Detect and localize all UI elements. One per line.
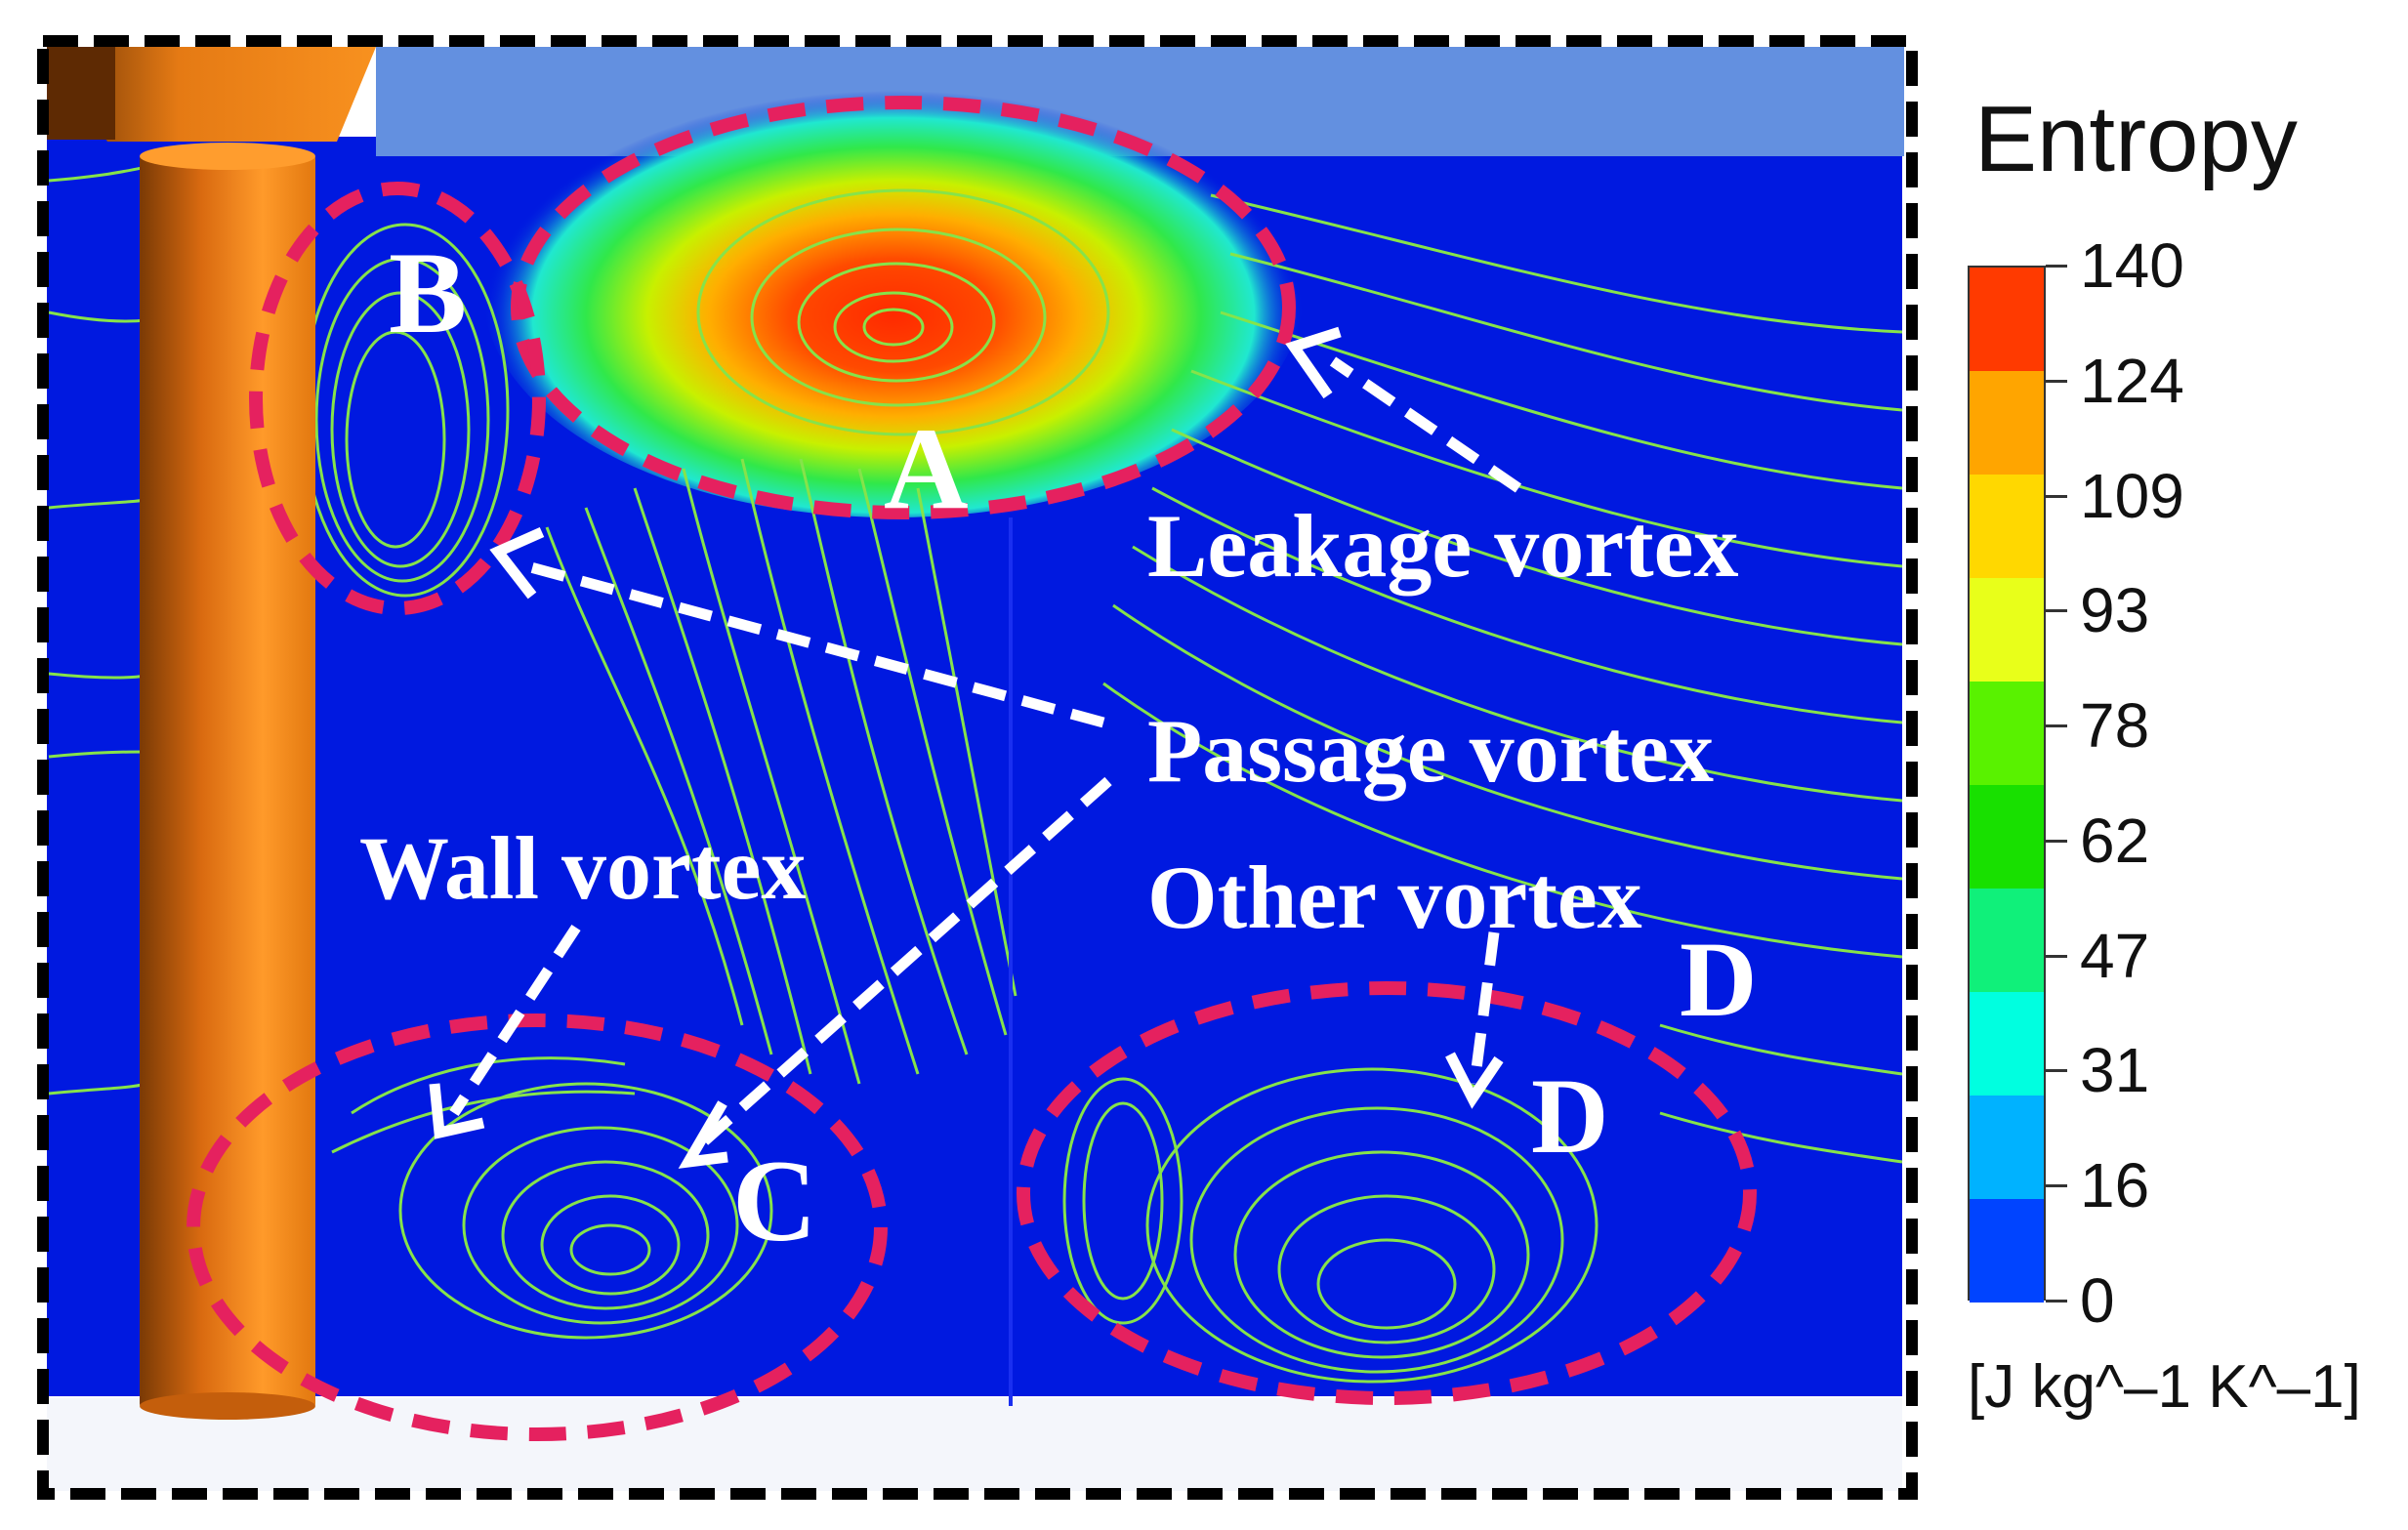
label-d-upper: D <box>1680 920 1757 1039</box>
annotation-arrows <box>449 356 1522 1147</box>
arrowhead-passage-c <box>678 1100 728 1169</box>
tip-cone <box>47 47 376 142</box>
blade-cylinder-top <box>140 143 315 170</box>
colorbar-segment <box>1970 785 2044 889</box>
arrow-wall <box>449 924 581 1117</box>
arrowhead-other <box>1445 1052 1504 1109</box>
colorbar-tick-mark <box>2046 265 2067 268</box>
legend-title: Entropy <box>1974 87 2298 191</box>
colorbar-tick-label: 78 <box>2080 690 2150 762</box>
arrow-other <box>1469 931 1500 1085</box>
arrow-leakage <box>1329 356 1522 493</box>
arrowhead-leakage <box>1285 326 1342 399</box>
annotation-leakage-vortex: Leakage vortex <box>1147 496 1739 596</box>
ellipse-d <box>1017 981 1757 1405</box>
label-a: A <box>884 403 969 533</box>
colorbar-tick-mark <box>2046 1300 2067 1303</box>
arrowhead-wall <box>429 1083 485 1139</box>
colorbar-segment <box>1970 1199 2044 1303</box>
colorbar-tick-label: 47 <box>2080 920 2150 991</box>
legend-unit: [J kg^–1 K^–1] <box>1968 1353 2361 1421</box>
colorbar-segment <box>1970 1096 2044 1199</box>
label-d-lower: D <box>1531 1056 1608 1176</box>
ellipse-a <box>511 96 1296 519</box>
label-c: C <box>732 1136 817 1265</box>
blade-cylinder <box>140 151 315 1411</box>
figure-frame <box>37 35 1918 1500</box>
blade-cylinder-bottom <box>140 1392 315 1420</box>
colorbar-tick-label: 0 <box>2080 1265 2115 1336</box>
colorbar-segment <box>1970 889 2044 992</box>
colorbar-tick-mark <box>2046 1184 2067 1188</box>
colorbar-tick-label: 140 <box>2080 230 2184 301</box>
label-b: B <box>389 227 467 357</box>
colorbar-tick-label: 124 <box>2080 345 2184 416</box>
colorbar-tick-label: 16 <box>2080 1150 2150 1221</box>
colorbar-segment <box>1970 682 2044 785</box>
colorbar-segment <box>1970 371 2044 475</box>
colorbar-tick-mark <box>2046 609 2067 613</box>
arrow-heads <box>429 326 1504 1169</box>
annotation-wall-vortex: Wall vortex <box>359 818 806 918</box>
tip-cone-shadow <box>47 47 115 140</box>
colorbar-tick-mark <box>2046 379 2067 383</box>
colorbar-tick-mark <box>2046 1069 2067 1073</box>
region-ellipses <box>187 96 1757 1441</box>
colorbar-tick-mark <box>2046 839 2067 843</box>
annotation-passage-vortex: Passage vortex <box>1147 701 1714 801</box>
colorbar-tick-mark <box>2046 954 2067 958</box>
legend-colorbar <box>1968 266 2046 1303</box>
colorbar-segment <box>1970 992 2044 1096</box>
colorbar-segment <box>1970 268 2044 371</box>
colorbar-tick-label: 62 <box>2080 805 2150 876</box>
colorbar-tick-label: 109 <box>2080 460 2184 531</box>
ellipse-c <box>187 1013 888 1441</box>
arrowhead-passage-b <box>489 526 545 600</box>
colorbar-tick-mark <box>2046 724 2067 728</box>
colorbar-segment <box>1970 475 2044 578</box>
colorbar-segment <box>1970 578 2044 682</box>
bottom-strip <box>47 1398 1902 1491</box>
ellipse-b <box>249 182 546 615</box>
colorbar-tick-label: 31 <box>2080 1035 2150 1106</box>
colorbar-tick-mark <box>2046 494 2067 498</box>
arrow-passage-c <box>699 776 1112 1147</box>
annotation-other-vortex: Other vortex <box>1147 848 1642 947</box>
colorbar-tick-label: 93 <box>2080 575 2150 646</box>
